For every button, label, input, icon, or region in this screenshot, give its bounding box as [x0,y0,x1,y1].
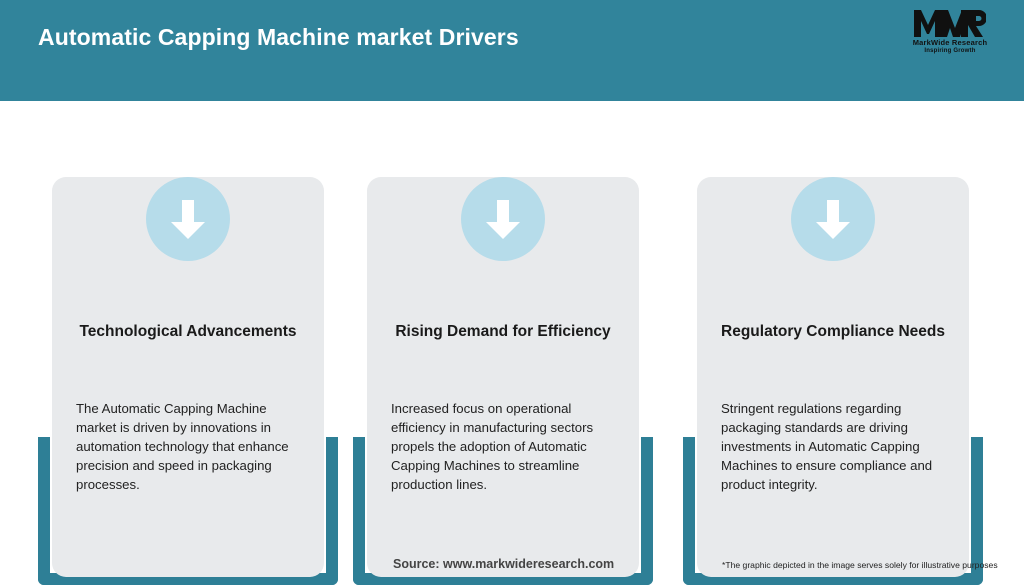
logo-company-name: MarkWide Research [912,38,988,47]
arrow-down-icon [461,177,545,261]
page-title: Automatic Capping Machine market Drivers [38,24,519,50]
driver-card-2[interactable]: Rising Demand for Efficiency Increased f… [353,137,653,585]
logo-mark-icon [894,8,1006,38]
card-panel: Rising Demand for Efficiency Increased f… [367,177,639,577]
arrow-down-icon [146,177,230,261]
card-title: Technological Advancements [79,323,297,340]
arrow-down-icon [791,177,875,261]
card-panel: Technological Advancements The Automatic… [52,177,324,577]
card-title: Rising Demand for Efficiency [395,323,611,340]
drivers-card-row: Technological Advancements The Automatic… [0,101,1024,585]
footer-source: Source: www.markwideresearch.com [393,557,615,571]
footer-disclaimer: *The graphic depicted in the image serve… [722,560,998,570]
driver-card-1[interactable]: Technological Advancements The Automatic… [38,137,338,585]
card-title: Regulatory Compliance Needs [721,323,945,340]
card-body-text: Stringent regulations regarding packagin… [721,401,933,492]
driver-card-3[interactable]: Regulatory Compliance Needs Stringent re… [683,137,983,585]
card-body-text: The Automatic Capping Machine market is … [76,401,289,492]
brand-logo: MarkWide Research Inspiring Growth [894,8,1006,60]
page-header: Automatic Capping Machine market Drivers… [0,0,1024,101]
card-body-text: Increased focus on operational efficienc… [391,401,594,492]
logo-tagline: Inspiring Growth [924,48,976,54]
card-panel: Regulatory Compliance Needs Stringent re… [697,177,969,577]
